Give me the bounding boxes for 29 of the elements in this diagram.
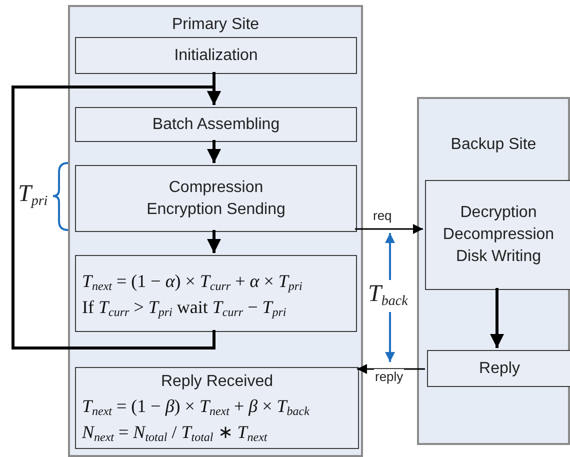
formula: N$_{next}$ = N$_{total}$ / T$_{total}$ ∗ T$_{next}$ <box>82 421 268 445</box>
formula-box <box>75 367 359 449</box>
arrow <box>355 224 423 234</box>
site-panel <box>68 5 363 457</box>
panel-title: Primary Site <box>170 15 260 35</box>
process-box <box>425 180 570 290</box>
arrow <box>207 140 221 163</box>
box-label: Reply <box>478 358 521 378</box>
box-label: Reply Received <box>160 372 274 392</box>
process-box <box>75 107 357 142</box>
box-label: Batch Assembling <box>151 114 281 134</box>
box-label: Initialization <box>173 46 259 66</box>
box-label: Compression Encryption Sending <box>146 178 286 220</box>
formula: T$_{next}$ = (1 − β) × T$_{next}$ + β × T$_{back}$ <box>82 395 310 419</box>
formula: T$_{next}$ = (1 − α) × T$_{curr}$ + α × T$_{pri}$ <box>82 270 302 294</box>
arrow <box>490 288 504 348</box>
time-label: T$_{back}$ <box>368 280 408 308</box>
process-box <box>75 37 357 74</box>
formula: If T$_{curr}$ > T$_{pri}$ wait T$_{curr}$ − T$_{pri}$ <box>82 296 286 320</box>
box-label: Decryption Decompression Disk Writing <box>442 203 556 267</box>
arrow <box>207 230 221 253</box>
site-panel <box>417 97 570 445</box>
process-box <box>427 350 570 387</box>
arrow <box>12 86 221 350</box>
formula-box <box>75 255 357 332</box>
edge-label: reply <box>374 369 404 384</box>
panel-title: Backup Site <box>450 135 538 155</box>
process-box <box>75 165 357 232</box>
arrow <box>357 364 425 374</box>
